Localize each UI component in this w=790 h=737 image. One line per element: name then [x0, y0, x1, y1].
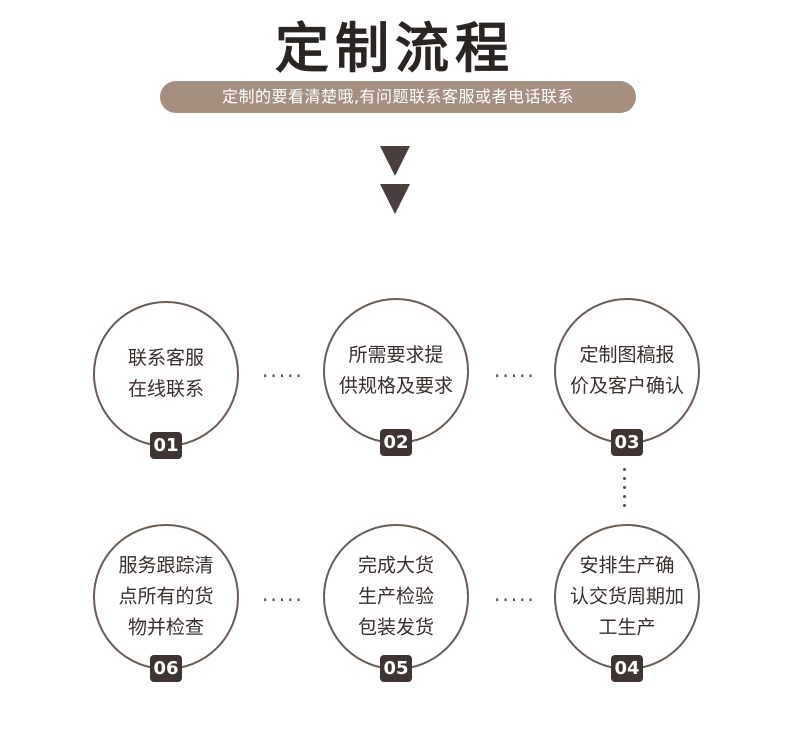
- connector-dots: ·····: [262, 364, 304, 388]
- step-number-badge: 02: [380, 429, 412, 456]
- step-number-badge: 06: [150, 655, 182, 682]
- page-title: 定制流程: [275, 17, 515, 80]
- step-text: 服务跟踪清 点所有的货 物并检查: [118, 554, 214, 639]
- step-text: 所需要求提 供规格及要求: [338, 344, 453, 397]
- step-number-badge: 03: [611, 429, 643, 456]
- step-05: 完成大货 生产检验 包装发货 05: [323, 524, 469, 682]
- step-03: 定制图稿报 价及客户确认 03: [554, 298, 700, 456]
- connector-dots: ·····: [494, 588, 536, 612]
- down-arrow-icon: [380, 146, 410, 176]
- step-text: 安排生产确 认交货周期加 工生产: [569, 554, 684, 639]
- step-number-badge: 01: [150, 432, 182, 459]
- step-01: 联系客服 在线联系 01: [93, 301, 239, 459]
- down-arrow-icon: [380, 184, 410, 214]
- step-number-badge: 05: [380, 655, 412, 682]
- step-text: 联系客服 在线联系: [127, 347, 204, 400]
- connector-dots-vertical: [623, 468, 629, 507]
- step-02: 所需要求提 供规格及要求 02: [323, 298, 469, 456]
- step-text: 完成大货 生产检验 包装发货: [357, 554, 434, 639]
- step-06: 服务跟踪清 点所有的货 物并检查 06: [93, 524, 239, 682]
- step-number-badge: 04: [611, 655, 643, 682]
- connector-dots: ·····: [494, 364, 536, 388]
- subtitle-banner: 定制的要看清楚哦,有问题联系客服或者电话联系: [160, 81, 636, 113]
- connector-dots: ·····: [262, 588, 304, 612]
- step-text: 定制图稿报 价及客户确认: [569, 344, 684, 397]
- step-04: 安排生产确 认交货周期加 工生产 04: [554, 524, 700, 682]
